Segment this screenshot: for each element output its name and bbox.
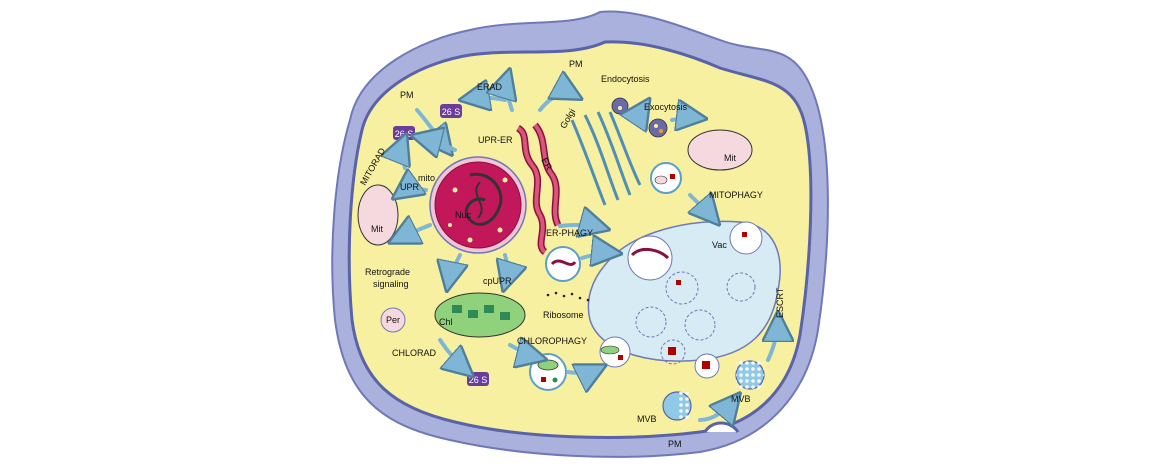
endocytosis-label: Endocytosis <box>601 74 650 84</box>
er-phagy-label: ER-PHAGY <box>546 228 593 238</box>
nucleus <box>429 156 527 254</box>
svg-text:Mit: Mit <box>371 224 383 234</box>
endocytosis-vesicle <box>611 97 629 115</box>
mitochondrion-right: Mit <box>687 129 753 171</box>
chlorophagy-label: CHLOROPHAGY <box>517 336 587 346</box>
svg-text:Chl: Chl <box>439 317 453 327</box>
svg-text:26 S: 26 S <box>469 375 488 385</box>
pm-label-bottom: PM <box>668 439 682 449</box>
mvb-right-label: MVB <box>731 394 751 404</box>
mvb-left-label: MVB <box>637 414 657 424</box>
mitochondrion-left: Mit <box>357 184 399 246</box>
er-phagy-vesicle <box>545 246 581 282</box>
upr-er-label: UPR-ER <box>478 135 513 145</box>
proteasome-icon: 26 S <box>467 372 489 386</box>
escrt-label: ESCRT <box>775 287 785 318</box>
mitophagy-label: MITOPHAGY <box>709 190 763 200</box>
mitophagy-vesicle <box>650 162 682 194</box>
vacuole-contents <box>599 221 763 379</box>
nucleus-label: Nuc <box>455 210 472 220</box>
cpupr-label: cpUPR <box>483 276 512 286</box>
golgi-apparatus <box>570 111 642 206</box>
pathway-arrows <box>395 75 778 420</box>
mito-label: mito <box>418 173 435 183</box>
exocytosis-label: Exocytosis <box>644 102 688 112</box>
peroxisome: Per <box>380 307 406 333</box>
endoplasmic-reticulum <box>515 122 562 255</box>
ribosome-label: Ribosome <box>543 310 584 320</box>
vacuole-label: Vac <box>712 240 727 250</box>
svg-text:26 S: 26 S <box>395 129 414 139</box>
proteasome-icon: 26 S <box>393 126 415 140</box>
signaling-label: signaling <box>373 279 409 289</box>
exocytosis-vesicle <box>648 118 668 138</box>
svg-text:Mit: Mit <box>724 153 736 163</box>
mvb-right <box>735 360 765 390</box>
svg-text:Per: Per <box>386 315 400 325</box>
proteasome-icon: 26 S <box>440 104 462 118</box>
upr-label: UPR <box>400 182 420 192</box>
svg-text:26 S: 26 S <box>442 107 461 117</box>
chlorad-label: CHLORAD <box>392 348 437 358</box>
erad-label: ERAD <box>477 82 503 92</box>
chloroplast: Chl <box>434 292 526 338</box>
retrograde-label: Retrograde <box>365 267 410 277</box>
ribosome-cluster <box>546 291 590 302</box>
mvb-left <box>662 391 692 421</box>
chlorophagy-vesicle <box>529 353 567 391</box>
pm-label-left: PM <box>400 90 414 100</box>
pm-label-top: PM <box>569 59 583 69</box>
